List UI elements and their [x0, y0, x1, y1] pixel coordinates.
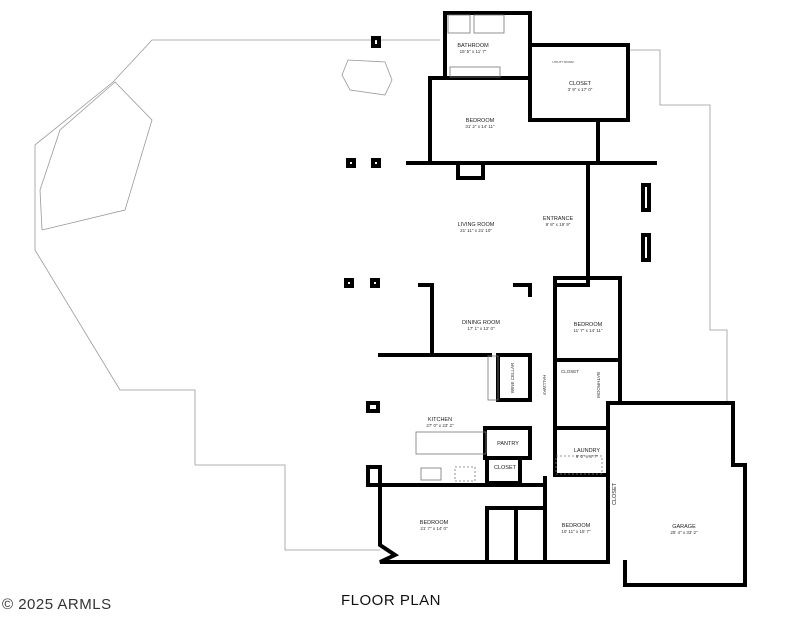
- room-label: KITCHEN: [428, 417, 452, 423]
- page-title: FLOOR PLAN: [340, 592, 442, 609]
- room-label: ENTRANCE: [543, 216, 574, 222]
- room-label: PANTRY: [497, 441, 519, 447]
- room-label: BEDROOM: [562, 523, 591, 529]
- lot-boundary: [34, 39, 728, 551]
- room-dims: 9' 8" x 19' 9": [546, 222, 571, 227]
- room-dims: 21' 7" x 14' 0": [420, 526, 448, 531]
- room-label: BATHROOM: [457, 43, 489, 49]
- room-dims: 10' 11" x 15' 7": [561, 529, 591, 534]
- room-label: BATHROOM: [596, 372, 601, 398]
- room-label: CLOSET: [494, 465, 517, 471]
- room-dims: 27' 0" x 23' 2": [426, 423, 454, 428]
- room-label: UTILITY ROOM: [552, 60, 574, 64]
- room-label: WINE CELLAR: [510, 362, 515, 393]
- room-label: BEDROOM: [420, 520, 449, 526]
- room-label: BEDROOM: [466, 118, 495, 124]
- room-label: DINING ROOM: [462, 320, 500, 326]
- room-dims: 15' 5" x 11' 7": [460, 49, 487, 54]
- room-label: LIVING ROOM: [458, 222, 495, 228]
- room-dims: 31' 2" x 14' 11": [465, 124, 495, 129]
- room-label: HALLWAY: [542, 375, 547, 396]
- room-dims: 17' 1" x 12' 0": [467, 326, 495, 331]
- walls: [344, 11, 747, 587]
- room-label: BEDROOM: [574, 322, 603, 328]
- room-label: CLOSET: [561, 369, 579, 374]
- room-dims: 21' 11" x 21' 10": [460, 228, 492, 233]
- watermark: © 2025 ARMLS: [2, 596, 112, 613]
- room-label: LAUNDRY: [574, 448, 601, 454]
- fixtures: [415, 14, 603, 482]
- room-label: GARAGE: [672, 524, 696, 530]
- room-dims: 11' 7" x 14' 11": [573, 328, 602, 333]
- room-labels: BATHROOM 15' 5" x 11' 7" CLOSET 3' 9" x …: [420, 43, 698, 535]
- room-dims: 9' 0" x 8' 7": [576, 454, 599, 459]
- room-label: CLOSET: [569, 81, 592, 87]
- room-dims: 25' 4" x 33' 2": [670, 530, 698, 535]
- room-dims: 3' 9" x 17' 0": [568, 87, 593, 92]
- room-label: CLOSET: [612, 482, 618, 505]
